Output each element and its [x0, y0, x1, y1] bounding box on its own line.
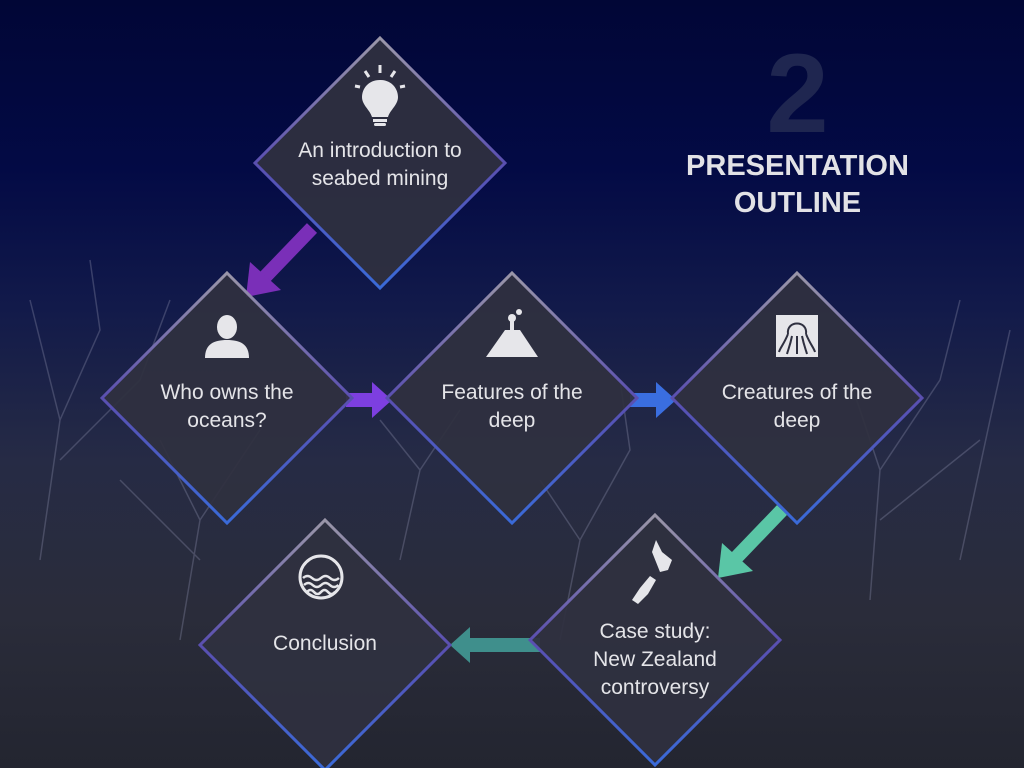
arrow-creatures-to-case [718, 505, 788, 578]
person-icon [205, 315, 249, 358]
waves-icon [298, 554, 344, 600]
label-line: Features of the [441, 381, 583, 404]
volcano-icon [486, 309, 538, 357]
label-line: Creatures of the [721, 381, 873, 404]
label-line: Who owns the [160, 381, 294, 404]
label-line: An introduction to [298, 139, 462, 162]
lightbulb-icon [354, 65, 406, 126]
arrow-intro-to-owners [246, 223, 318, 297]
node-creatures-label: Creatures of the deep [697, 379, 897, 435]
node-creatures-diamond[interactable] [669, 270, 925, 526]
node-features-label: Features of the deep [412, 379, 612, 435]
node-case-label: Case study: New Zealand controversy [555, 618, 755, 702]
new-zealand-map-icon [632, 540, 672, 604]
label-line: seabed mining [311, 167, 449, 190]
label-line: deep [773, 409, 821, 432]
label-line: Case study: [599, 620, 711, 643]
slide-title: PRESENTATION OUTLINE [660, 148, 935, 222]
node-intro-diamond[interactable] [252, 35, 508, 291]
label-line: New Zealand [593, 648, 717, 671]
node-features-diamond[interactable] [384, 270, 640, 526]
label-line: deep [488, 409, 536, 432]
node-owners-diamond[interactable] [99, 270, 355, 526]
slide-number: 2 [766, 31, 829, 156]
slide-title-line2: OUTLINE [733, 187, 862, 219]
label-line: oceans? [187, 409, 267, 432]
arrow-case-to-conclusion [450, 627, 540, 663]
node-intro-label: An introduction to seabed mining [280, 137, 480, 193]
octopus-icon [776, 315, 818, 357]
label-line: controversy [600, 676, 710, 699]
node-case-diamond[interactable] [527, 512, 783, 768]
arrow-owners-to-features [346, 382, 392, 418]
label-line: Conclusion [273, 632, 377, 655]
slide-title-line1: PRESENTATION [686, 150, 909, 182]
node-conclusion-diamond[interactable] [197, 517, 453, 768]
node-conclusion-label: Conclusion [225, 630, 425, 658]
node-owners-label: Who owns the oceans? [127, 379, 327, 435]
